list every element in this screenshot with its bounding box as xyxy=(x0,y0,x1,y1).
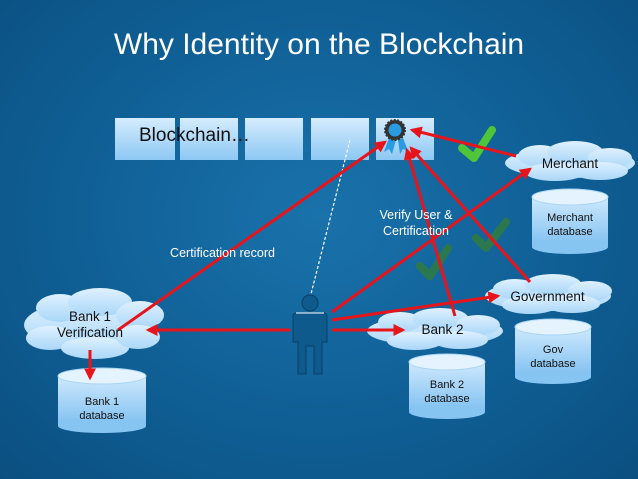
bank2-label: Bank 2 xyxy=(421,322,464,337)
block-1 xyxy=(115,118,175,160)
gov-db-line2: database xyxy=(530,358,576,370)
certification-record-label: Certification record xyxy=(170,246,275,260)
checkmark-icon xyxy=(458,126,496,162)
block-5 xyxy=(376,118,434,160)
merchant-db-label: Merchant database xyxy=(532,211,608,239)
gov-db-label: Gov database xyxy=(515,343,591,371)
arrow-bank2-to-blockchain xyxy=(403,147,457,317)
arrow-government-to-blockchain xyxy=(409,146,532,283)
gov-db-line1: Gov xyxy=(542,344,564,356)
bank1-label-line2: Verification xyxy=(56,325,124,340)
arrows xyxy=(84,126,532,381)
arrow-bank1-to-blockchain xyxy=(117,140,387,332)
arrow-person-to-merchant xyxy=(331,167,532,314)
db-gov[interactable] xyxy=(514,318,592,384)
bank2-db-line2: database xyxy=(424,393,470,405)
verify-label-line1: Verify User & xyxy=(379,208,453,222)
slide-title: Why Identity on the Blockchain xyxy=(113,28,525,61)
cloud-bank2[interactable] xyxy=(367,308,503,350)
checkmark-icon xyxy=(416,244,452,280)
block-3 xyxy=(245,118,303,160)
db-merchant[interactable] xyxy=(531,188,609,254)
verify-label-line2: Certification xyxy=(383,224,449,238)
db-bank2[interactable] xyxy=(408,353,486,419)
person-icon[interactable] xyxy=(292,294,328,375)
award-ribbon-icon xyxy=(384,119,408,154)
bank1-db-line2: database xyxy=(79,410,125,422)
bank1-label-line1: Bank 1 xyxy=(68,309,112,324)
arrow-merchant-to-blockchain xyxy=(409,126,517,158)
dashed-link xyxy=(309,139,351,299)
merchant-label: Merchant xyxy=(541,156,599,171)
bank1-db-label: Bank 1 database xyxy=(58,395,146,423)
bank2-db-line1: Bank 2 xyxy=(429,379,465,391)
db-bank1[interactable] xyxy=(57,367,147,433)
block-2 xyxy=(180,118,238,160)
arrow-person-to-government xyxy=(331,291,501,322)
blockchain-blocks xyxy=(115,118,434,160)
cloud-merchant[interactable] xyxy=(505,141,635,181)
bank1-label: Bank 1 Verification xyxy=(40,309,140,341)
merchant-db-line2: database xyxy=(547,226,593,238)
block-4 xyxy=(311,118,369,160)
blockchain-label: Blockchain… xyxy=(139,125,250,146)
checkmark-icon xyxy=(472,218,510,252)
government-label: Government xyxy=(510,289,585,304)
verify-label: Verify User & Certification xyxy=(356,207,476,239)
bank1-db-line1: Bank 1 xyxy=(84,396,120,408)
bank2-db-label: Bank 2 database xyxy=(409,378,485,406)
cloud-government[interactable] xyxy=(485,274,612,314)
merchant-db-line1: Merchant xyxy=(547,212,593,224)
